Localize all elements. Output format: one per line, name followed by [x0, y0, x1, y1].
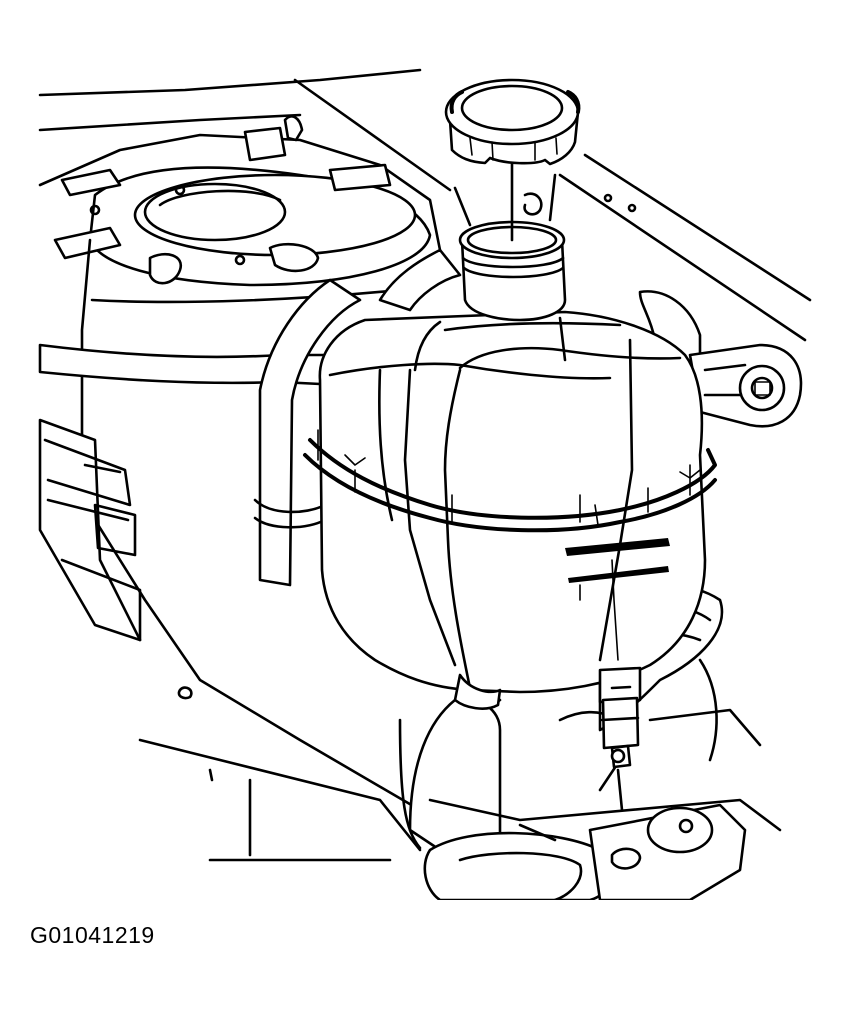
radiator-cap-icon [444, 78, 581, 242]
coolant-reservoir-icon [303, 310, 717, 710]
engine-housing-icon [38, 68, 812, 862]
lower-engine-parts [423, 708, 782, 900]
figure-id-label: G01041219 [30, 922, 155, 948]
level-sensor-connector-icon [598, 666, 642, 812]
coolant-reservoir-diagram [38, 68, 812, 900]
